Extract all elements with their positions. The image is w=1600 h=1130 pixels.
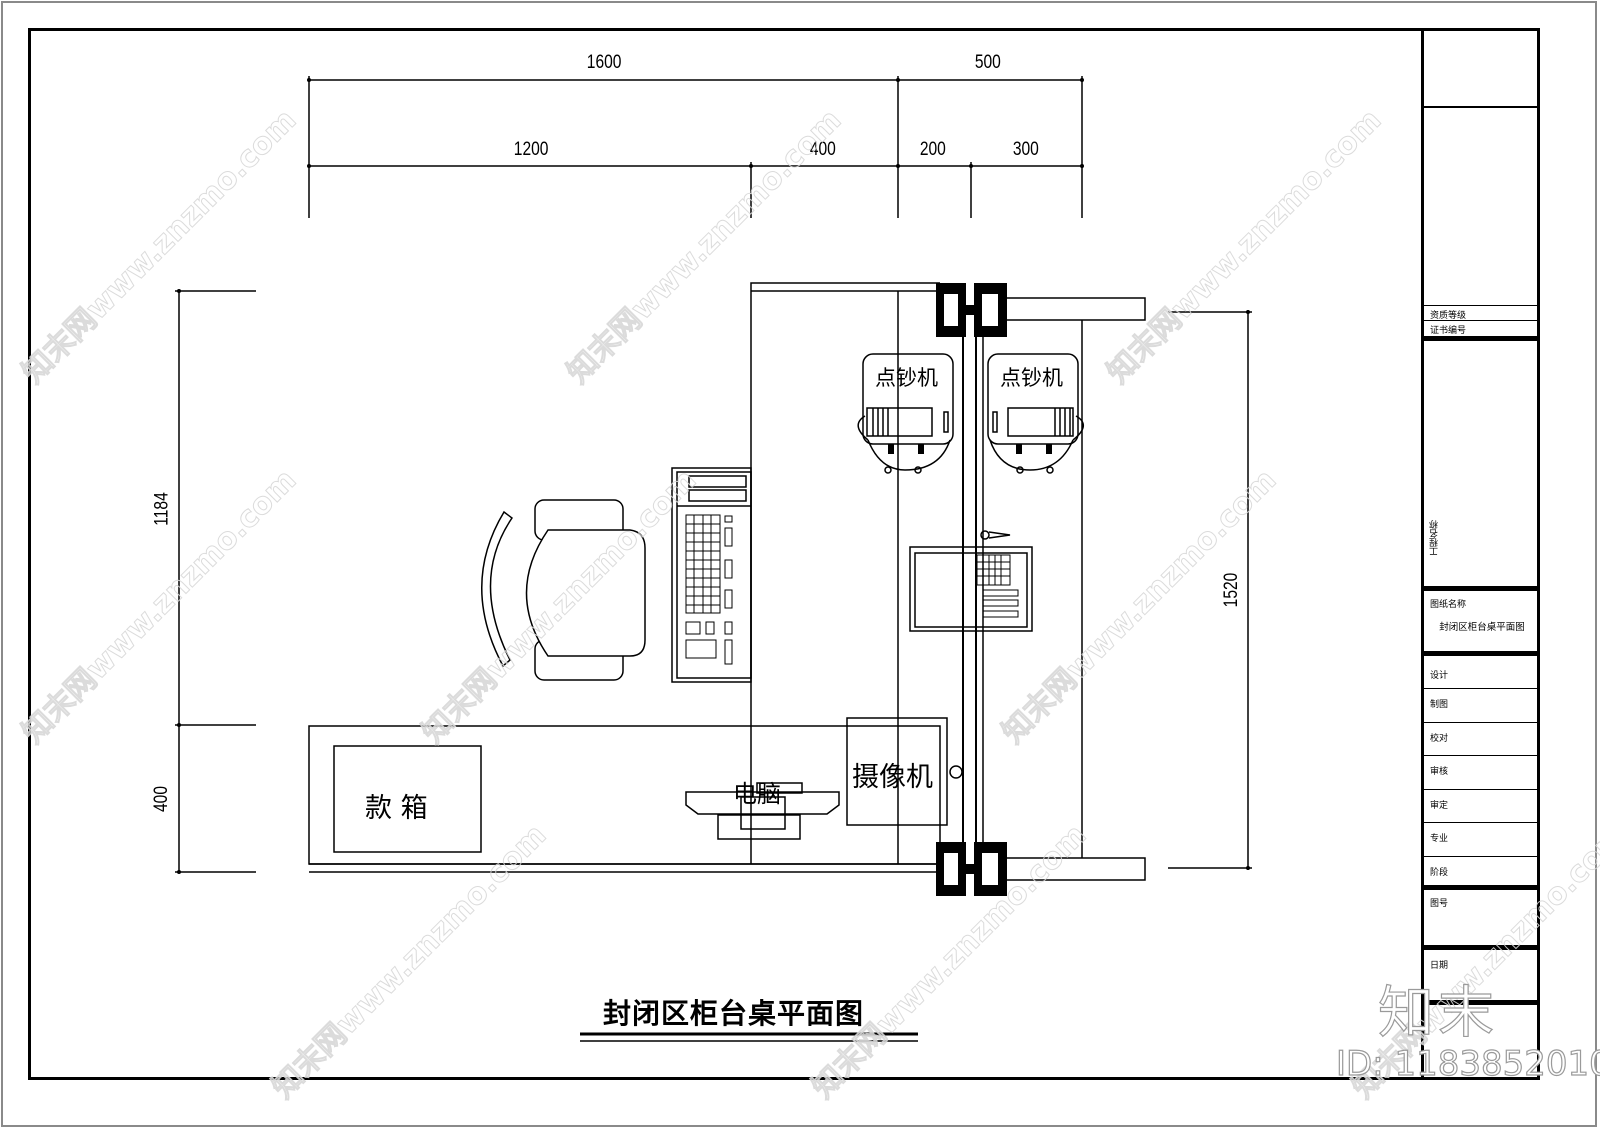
tb-row-label: 专业 xyxy=(1430,834,1449,844)
teller-window xyxy=(909,530,1033,632)
right-dimension-lines xyxy=(1168,310,1252,870)
bill-counter-right-label: 点钞机 xyxy=(1000,366,1063,390)
id-watermark: ID: 1183852010 xyxy=(1335,1043,1600,1084)
drawing-frame xyxy=(28,28,1540,1080)
tb-row-label: 校对 xyxy=(1430,734,1449,744)
tb-row-label: 制图 xyxy=(1430,700,1449,710)
tb-drawing-no-cell: 图号 xyxy=(1424,890,1540,950)
dim-400-left: 400 xyxy=(150,786,172,812)
keyboard xyxy=(671,467,752,683)
bill-counter-left-label: 点钞机 xyxy=(875,366,938,390)
dim-1600: 1600 xyxy=(586,52,622,73)
computer-label: 电脑 xyxy=(733,780,781,808)
computer-monitor xyxy=(685,782,840,840)
tb-row-stage: 阶段 xyxy=(1424,857,1540,890)
tb-drawing-name-cell: 图纸名称 封闭区柜台桌平面图 xyxy=(1424,591,1540,656)
bill-counter-right xyxy=(987,353,1084,474)
cash-box-label: 款 箱 xyxy=(365,793,428,824)
tb-drawing-name-value: 封闭区柜台桌平面图 xyxy=(1439,622,1525,633)
tb-project-cell: 工程名称 xyxy=(1424,341,1540,591)
tb-row-drafting: 制图 xyxy=(1424,689,1540,723)
tb-certificate-cell: 证书编号 xyxy=(1424,321,1540,341)
tb-qualification-cell: 资质等级 xyxy=(1424,306,1540,321)
cash-box xyxy=(333,745,482,853)
title-block: 资质等级 证书编号 工程名称 图纸名称 封闭区柜台桌平面图 设计 制图 校对 审… xyxy=(1421,28,1540,1080)
camera-box xyxy=(846,717,948,826)
tb-row-review: 审核 xyxy=(1424,756,1540,790)
tb-row-design: 设计 xyxy=(1424,656,1540,689)
tb-project-label: 工程名称 xyxy=(1430,520,1440,556)
tb-date-cell: 日期 xyxy=(1424,950,1540,1005)
dim-200: 200 xyxy=(919,139,946,160)
tb-row-proofread: 校对 xyxy=(1424,723,1540,756)
partition-post-bottom xyxy=(936,842,1007,896)
tb-row-label: 审核 xyxy=(1430,767,1449,777)
tb-qualification-label: 资质等级 xyxy=(1430,311,1467,321)
tb-row-discipline: 专业 xyxy=(1424,823,1540,857)
tb-logo-cell xyxy=(1424,28,1540,108)
dim-500: 500 xyxy=(974,52,1001,73)
top-dimension-lines xyxy=(307,76,1084,218)
tb-row-label: 阶段 xyxy=(1430,868,1449,878)
tb-drawing-no-label: 图号 xyxy=(1430,899,1449,909)
dim-1520: 1520 xyxy=(1221,572,1243,608)
tb-row-approval: 审定 xyxy=(1424,790,1540,823)
dim-1184: 1184 xyxy=(151,492,173,526)
partition-post-top xyxy=(936,283,1007,337)
tb-certificate-label: 证书编号 xyxy=(1430,326,1467,336)
office-chair xyxy=(481,499,646,681)
tb-row-label: 审定 xyxy=(1430,801,1449,811)
tb-drawing-name-label: 图纸名称 xyxy=(1430,600,1467,610)
dim-300: 300 xyxy=(1012,139,1039,160)
dim-400-top: 400 xyxy=(809,139,836,160)
tb-date-label: 日期 xyxy=(1430,961,1449,971)
tb-row-label: 设计 xyxy=(1430,671,1449,681)
drawing-title: 封闭区柜台桌平面图 xyxy=(603,997,865,1030)
left-dimension-lines xyxy=(175,289,256,874)
camera-lens xyxy=(949,765,963,779)
brand-watermark: 知末 xyxy=(1377,980,1498,1046)
bill-counter-left xyxy=(857,353,954,474)
dim-1200: 1200 xyxy=(513,139,549,160)
tb-blank-cell xyxy=(1424,108,1540,306)
camera-label: 摄像机 xyxy=(852,762,933,793)
